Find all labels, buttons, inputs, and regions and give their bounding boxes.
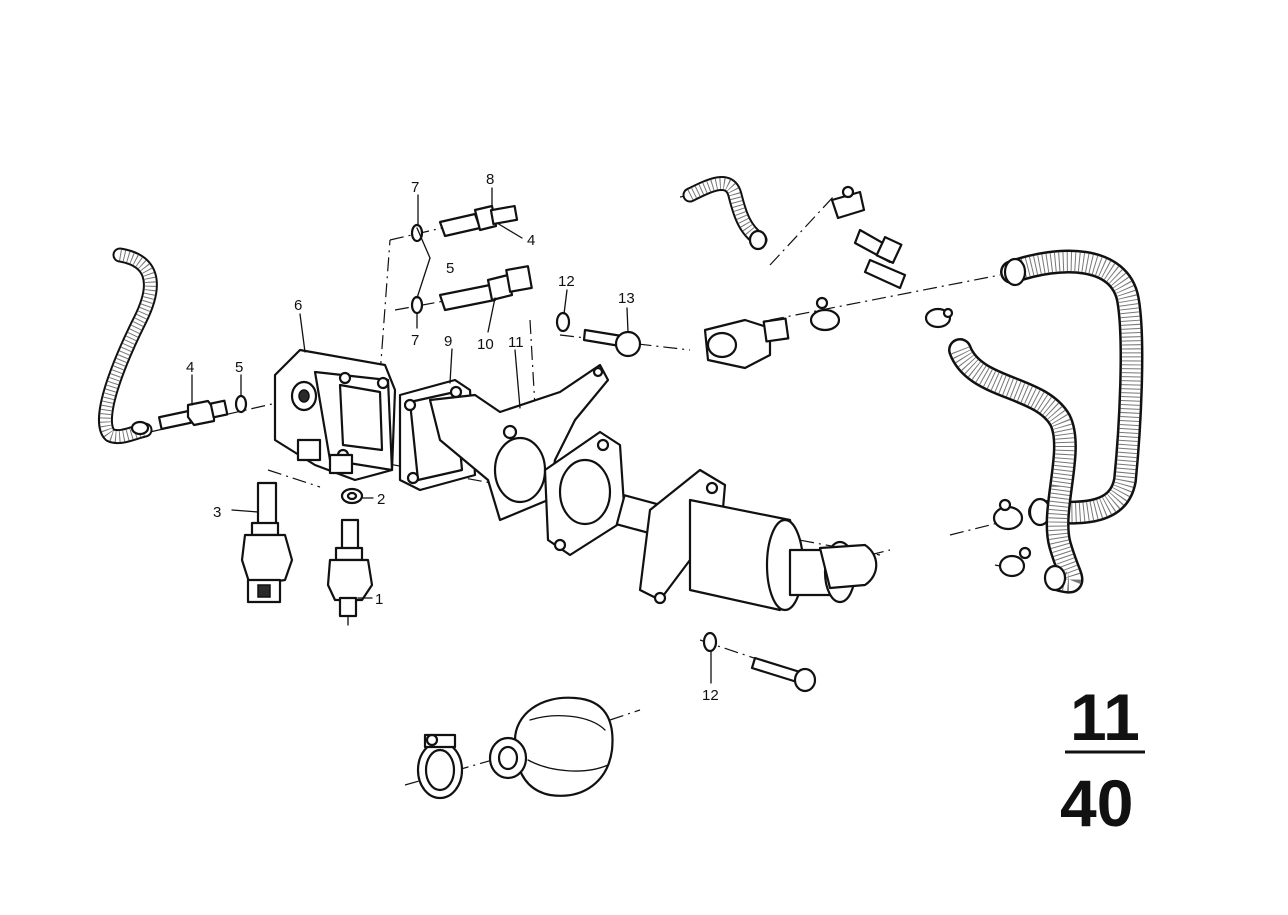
callout-3: 3 bbox=[213, 504, 221, 521]
callout-8: 8 bbox=[486, 171, 494, 188]
mounting-bracket bbox=[428, 363, 610, 522]
section-number: 11 40 bbox=[1060, 680, 1145, 840]
callout-11: 11 bbox=[508, 334, 524, 351]
intake-hose-bottom bbox=[488, 696, 614, 797]
washer-12-top bbox=[555, 311, 571, 333]
temperature-sensor-1 bbox=[326, 518, 374, 626]
callout-10: 10 bbox=[477, 336, 494, 353]
section-numerator: 11 bbox=[1070, 680, 1140, 754]
washer-top bbox=[410, 223, 424, 243]
vent-hose-top bbox=[682, 176, 768, 251]
callout-1: 1 bbox=[375, 591, 383, 608]
vent-hose-left bbox=[98, 247, 158, 445]
section-denominator: 40 bbox=[1060, 766, 1133, 840]
callout-5-top: 5 bbox=[446, 260, 454, 277]
callout-labels: 1 2 3 4 4 5 5 6 7 7 8 9 10 11 12 12 13 bbox=[186, 171, 719, 704]
screw-13 bbox=[582, 328, 642, 358]
hose-clamp-small bbox=[924, 307, 954, 329]
thermostat-housing bbox=[273, 348, 397, 482]
hose-clamp-mid bbox=[809, 296, 841, 332]
callout-6: 6 bbox=[294, 297, 302, 314]
leader-lines bbox=[191, 187, 712, 684]
callout-12-bottom: 12 bbox=[702, 687, 719, 704]
hose-clamps-right bbox=[992, 498, 1032, 578]
auxiliary-air-valve bbox=[615, 468, 878, 612]
washer-2 bbox=[340, 487, 364, 505]
temperature-switch-8 bbox=[438, 204, 519, 238]
coolant-hose-secondary bbox=[948, 338, 1084, 594]
washer-left bbox=[234, 394, 248, 414]
screw-bottom bbox=[750, 656, 817, 693]
temperature-switch-10 bbox=[438, 265, 533, 312]
elbow-fitting bbox=[703, 317, 790, 370]
coolant-hose-large bbox=[1000, 249, 1144, 527]
temperature-sensor-3 bbox=[240, 481, 294, 604]
washer-mid bbox=[410, 295, 424, 315]
callout-13: 13 bbox=[618, 290, 635, 307]
callout-7-mid: 7 bbox=[411, 332, 419, 349]
callout-12-top: 12 bbox=[558, 273, 575, 290]
callout-4-top: 4 bbox=[527, 232, 535, 249]
callout-7-top: 7 bbox=[411, 179, 419, 196]
washer-12-bottom bbox=[702, 631, 718, 653]
hose-clamp-bottom bbox=[416, 733, 464, 800]
callout-9: 9 bbox=[444, 333, 452, 350]
callout-5-left: 5 bbox=[235, 359, 243, 376]
union-fitting-left bbox=[157, 399, 229, 431]
callout-2: 2 bbox=[377, 491, 385, 508]
callout-4-left: 4 bbox=[186, 359, 194, 376]
hose-clamp-top bbox=[830, 185, 866, 220]
t-piece-connector bbox=[853, 228, 907, 290]
